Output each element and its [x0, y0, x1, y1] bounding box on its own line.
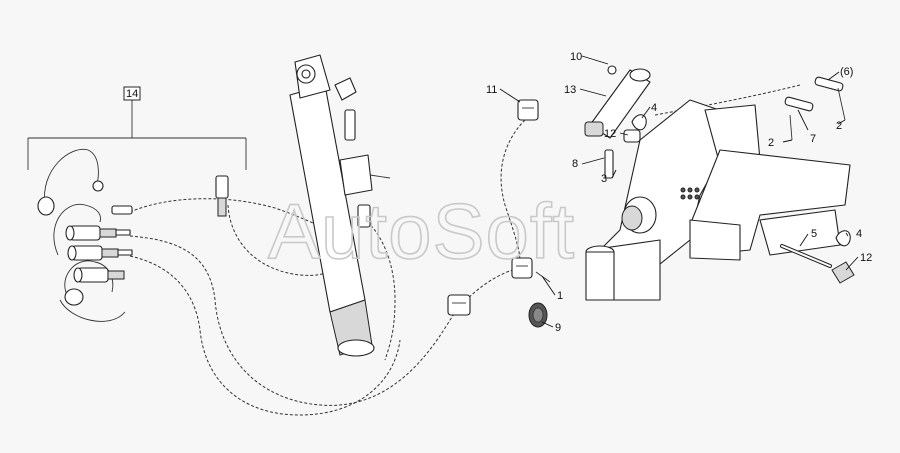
- quick-coupler-set: [37, 148, 133, 322]
- coupler-middle: [67, 245, 133, 261]
- hose-fitting: [215, 175, 229, 217]
- front-linkage-frame: [585, 99, 851, 301]
- callout-4-upper: 4: [651, 102, 657, 114]
- hose-clamp-upper: [517, 99, 539, 121]
- callout-10: 10: [570, 51, 582, 63]
- leader-lines: [499, 55, 859, 328]
- callout-2-right: 2: [836, 120, 842, 132]
- callout-labels: 10 13 11 4 12 8 3 (6) 7 2 2 5 4 12 1 9 1…: [126, 51, 872, 334]
- callout-8: 8: [572, 158, 578, 170]
- callout-1: 1: [557, 290, 563, 302]
- lynch-pin-2b: [789, 114, 793, 141]
- callout-2-left: 2: [768, 137, 774, 149]
- clip-4-upper: [631, 114, 647, 131]
- coupler-top-left: [111, 205, 133, 215]
- small-cylinder-13: [584, 65, 651, 139]
- callout-9: 9: [555, 322, 561, 334]
- kit-14-bracket: [27, 86, 247, 170]
- frame-slots: [680, 187, 700, 200]
- pin-5: [780, 244, 832, 268]
- pin-12-upper: [623, 129, 641, 143]
- callout-12-lower: 12: [860, 252, 872, 264]
- callout-13: 13: [564, 84, 576, 96]
- callout-3: 3: [601, 173, 607, 185]
- coupler-bottom: [64, 267, 125, 306]
- pin-8: [604, 149, 614, 179]
- callout-12-upper: 12: [604, 128, 616, 140]
- coupler-top: [65, 225, 131, 241]
- callout-5: 5: [811, 228, 817, 240]
- pin-7: [784, 96, 814, 112]
- hose-clamp-lower: [447, 294, 471, 316]
- callout-11: 11: [486, 84, 497, 96]
- hose-clamp-middle: [511, 257, 533, 279]
- watermark-text: AutoSoft: [268, 187, 575, 275]
- callout-6: (6): [840, 66, 853, 78]
- washer-9: [528, 302, 548, 328]
- callout-14: 14: [126, 88, 138, 100]
- callout-7: 7: [810, 133, 816, 145]
- pin-6: [814, 76, 844, 92]
- callout-4-lower: 4: [856, 228, 862, 240]
- lynch-pin-2a: [837, 87, 846, 121]
- lift-cylinder: [289, 54, 391, 357]
